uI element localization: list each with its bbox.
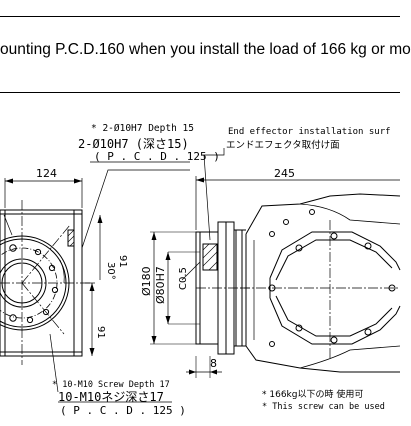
technical-drawing: * 2-Ø10H7 Depth 15 2-Ø10H7 (深さ15) ( P . … [0, 123, 401, 417]
load-note-jp: * 166kg以下の時 使用可 [262, 388, 363, 400]
dim-30deg: 30° [105, 262, 116, 280]
dim-245: 245 [274, 167, 295, 180]
banner-bottom-rule [0, 92, 400, 93]
banner-text: ounting P.C.D.160 when you install the l… [0, 41, 411, 58]
dim-c05: C0.5 [178, 267, 189, 290]
dim-91-upper: 91 [117, 255, 128, 268]
banner-top-rule [0, 16, 400, 17]
flange-section-view [195, 221, 250, 355]
hole-depth-note-en: * 2-Ø10H7 Depth 15 [91, 123, 194, 134]
end-effector-note-en: End effector installation surf [228, 127, 391, 137]
dim-180: Ø180 [140, 266, 153, 296]
screw-note-en: * 10-M10 Screw Depth 17 [52, 380, 170, 390]
dim-8: 8 [210, 357, 217, 370]
info-banner: ounting P.C.D.160 when you install the l… [0, 16, 411, 93]
screw-note-jp: 10-M10ネジ深さ17 [58, 390, 164, 404]
screw-pcd-note: ( P . C . D . 125 ) [60, 404, 186, 417]
dim-80h7: Ø80H7 [154, 266, 167, 304]
dim-91-lower: 91 [95, 326, 106, 339]
load-note-en: * This screw can be used [262, 402, 385, 412]
robot-arm-body [240, 193, 401, 373]
end-effector-note-jp: エンドエフェクタ取付け面 [226, 140, 340, 151]
dim-124: 124 [36, 167, 57, 180]
hole-depth-note-jp: 2-Ø10H7 (深さ15) [78, 137, 189, 151]
flange-front-view [0, 200, 90, 365]
hole-pcd-note: ( P . C . D . 125 ) [94, 150, 220, 163]
